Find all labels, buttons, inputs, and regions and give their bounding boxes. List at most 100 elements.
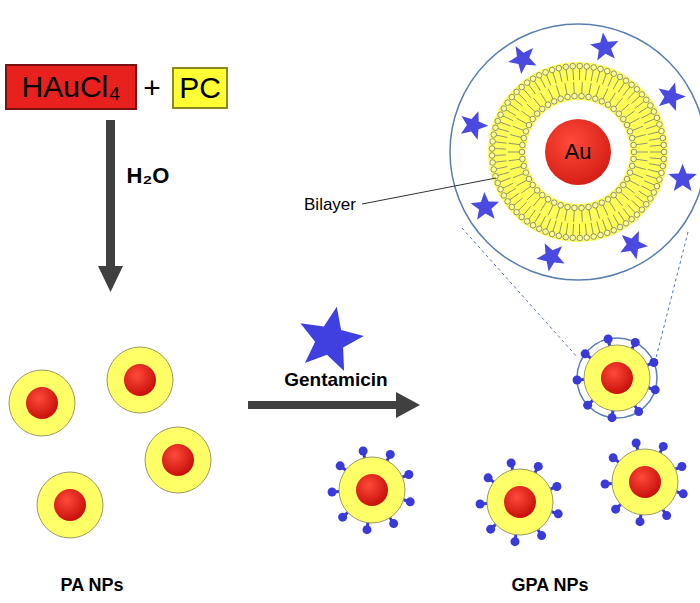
gentamicin-dot [659, 442, 668, 451]
nanoparticle [573, 334, 660, 422]
lipid-head [593, 202, 599, 208]
nanoparticle [107, 347, 173, 413]
lipid-head [526, 122, 532, 128]
lipid-head [631, 149, 637, 155]
lipid-head [530, 116, 536, 122]
gentamicin-dot [604, 334, 613, 343]
gentamicin-star [508, 46, 536, 74]
lipid-head [617, 74, 623, 80]
lipid-head [624, 122, 630, 128]
lipid-head [611, 227, 617, 233]
lipid-head [565, 94, 571, 100]
gentamicin-dot [336, 461, 345, 470]
lipid-head [584, 235, 590, 241]
gentamicin-dot [611, 505, 620, 514]
gentamicin-dot [328, 487, 337, 496]
lipid-head [530, 222, 536, 228]
lipid-head [563, 234, 569, 240]
lipid-head [577, 63, 583, 69]
lipid-head [598, 232, 604, 238]
gold-core [629, 466, 661, 498]
lipid-head [523, 170, 529, 176]
gentamicin-dot [651, 385, 660, 394]
lipid-head [577, 235, 583, 241]
gold-core-circle: Au [545, 119, 611, 185]
lipid-head [536, 226, 542, 232]
coating-arrow [248, 392, 420, 418]
nanoparticle [601, 438, 688, 526]
lipid-head [490, 160, 496, 166]
lipid-head [629, 82, 635, 88]
lipid-head [631, 156, 637, 162]
gold-core [124, 364, 156, 396]
lipid-head [627, 170, 633, 176]
lipid-head [519, 84, 525, 90]
lipid-head [543, 70, 549, 76]
lipid-head [591, 234, 597, 240]
lipid-head [530, 76, 536, 82]
lipid-head [551, 99, 557, 105]
lipid-head [509, 204, 515, 210]
gentamicin-dot [476, 499, 485, 508]
lipid-head [611, 192, 617, 198]
gentamicin-star [668, 164, 697, 191]
gentamicin-dot [662, 511, 671, 520]
lipid-shell [107, 347, 173, 413]
node-text: HAuCl₄ [22, 70, 121, 104]
lipid-head [521, 163, 527, 169]
nanoparticle [328, 446, 415, 534]
lipid-head [524, 219, 530, 225]
lipid-head [536, 72, 542, 78]
lipid-head [611, 71, 617, 77]
gentamicin-dot [679, 489, 688, 498]
gentamicin-dot [486, 525, 495, 534]
gentamicin-dot [607, 413, 616, 422]
lipid-head [489, 153, 495, 159]
nanoparticle [476, 458, 563, 546]
lipid-head [489, 146, 495, 152]
lipid-head [623, 78, 629, 84]
lipid-head [660, 163, 666, 169]
gentamicin-dot [359, 446, 368, 455]
gentamicin-star [590, 33, 618, 61]
lipid-head [627, 129, 633, 135]
lipid-shell [339, 457, 405, 523]
gentamicin-dot [537, 531, 546, 540]
lipid-head [598, 66, 604, 72]
lipid-head [586, 94, 592, 100]
lipid-head [556, 65, 562, 71]
lipid-head [599, 200, 605, 206]
lipid-head [524, 80, 530, 86]
gold-core [26, 387, 58, 419]
lipid-head [519, 214, 525, 220]
lipid-head [584, 64, 590, 70]
lipid-head [556, 233, 562, 239]
gentamicin-dot [635, 517, 644, 526]
lipid-head [521, 135, 527, 141]
gentamicin-dot [406, 497, 415, 506]
lipid-head [617, 224, 623, 230]
node-text: PC [179, 71, 221, 105]
gentamicin-dot [573, 375, 582, 384]
gentamicin-dot [507, 458, 516, 467]
lipid-head [520, 156, 526, 162]
lipid-head [644, 97, 650, 103]
lipid-head [616, 111, 622, 117]
gentamicin-star [300, 307, 363, 371]
lipid-head [593, 96, 599, 102]
lipid-head [639, 207, 645, 213]
gentamicin-dot [631, 338, 640, 347]
lipid-head [661, 156, 667, 162]
magnified-particle [461, 33, 697, 272]
reagent-box: HAuCl₄ [5, 64, 137, 110]
zoom-circle-small [577, 338, 657, 418]
lipid-head [634, 212, 640, 218]
lipid-head [591, 65, 597, 71]
lipid-shell [487, 469, 553, 535]
lipid-head [514, 89, 520, 95]
lipid-head [540, 192, 546, 198]
part-label: Bilayer [302, 195, 358, 215]
lipid-shell [145, 427, 211, 493]
lipid-head [657, 177, 663, 183]
lipid-head [623, 221, 629, 227]
